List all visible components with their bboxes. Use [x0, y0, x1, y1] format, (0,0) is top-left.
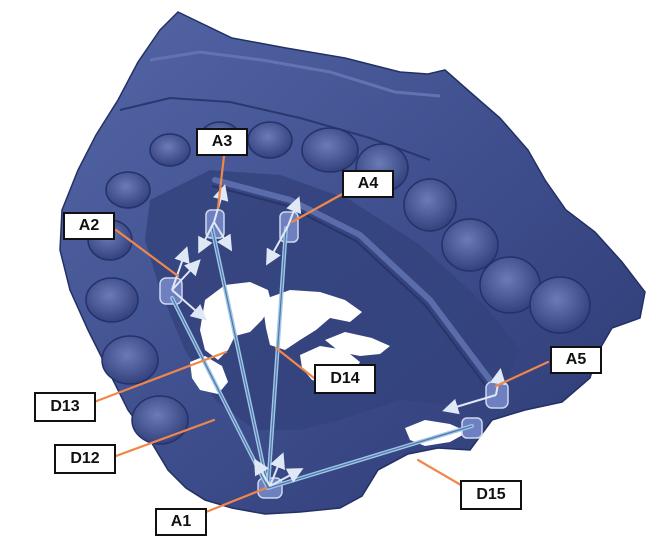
label-d15: D15	[460, 480, 522, 510]
label-a1: A1	[155, 508, 207, 536]
label-d14: D14	[314, 364, 376, 394]
label-a5: A5	[550, 346, 602, 374]
tooth	[302, 128, 358, 172]
label-d13: D13	[34, 392, 96, 422]
tooth	[106, 172, 150, 208]
tooth	[404, 179, 456, 231]
label-d12: D12	[54, 444, 116, 474]
tooth	[248, 122, 292, 158]
label-a2: A2	[63, 212, 115, 240]
tooth	[530, 277, 590, 333]
tooth	[132, 396, 188, 444]
label-a4: A4	[342, 170, 394, 198]
tooth	[442, 219, 498, 271]
tooth	[86, 278, 138, 322]
leader-d15	[418, 460, 466, 488]
label-a3: A3	[196, 128, 248, 156]
tooth	[150, 134, 190, 166]
tooth	[102, 336, 158, 384]
